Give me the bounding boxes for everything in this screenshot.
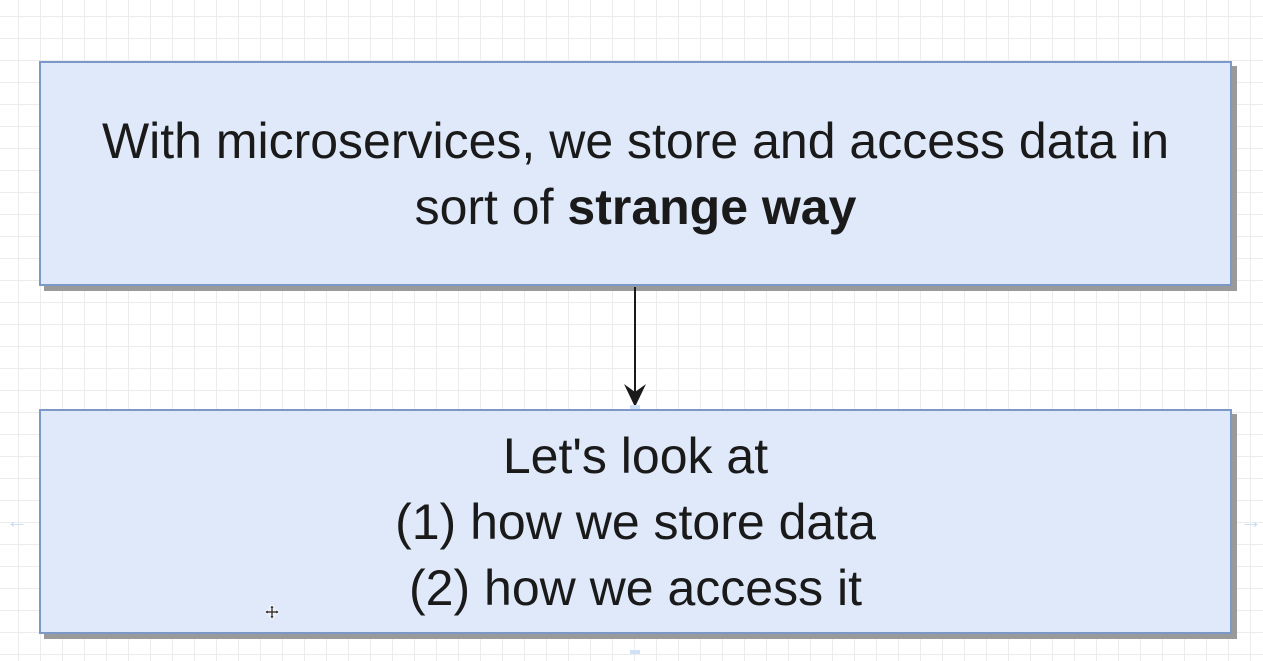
right-arrow-icon[interactable]: → — [1240, 508, 1262, 533]
arrow-down-icon — [624, 384, 646, 407]
node-microservices-data[interactable]: With microservices, we store and access … — [39, 61, 1232, 286]
connection-handle-bottom[interactable] — [630, 650, 640, 654]
node-bottom-line-1: Let's look at — [502, 427, 769, 484]
move-cursor-icon — [264, 604, 280, 620]
node-bottom-line-2: (1) how we store data — [395, 493, 876, 550]
node-top-line-2-bold: strange way — [567, 178, 857, 235]
connection-handle-top[interactable] — [630, 405, 640, 409]
left-arrow-icon[interactable]: ← — [6, 508, 28, 533]
node-top-line-2: sort of strange way — [415, 174, 857, 240]
node-lets-look-at[interactable]: Let's look at (1) how we store data (2) … — [39, 409, 1232, 634]
node-top-line-2-prefix: sort of — [414, 178, 568, 235]
node-top-line-1: With microservices, we store and access … — [101, 112, 1170, 169]
node-bottom-line-3: (2) how we access it — [409, 559, 862, 616]
